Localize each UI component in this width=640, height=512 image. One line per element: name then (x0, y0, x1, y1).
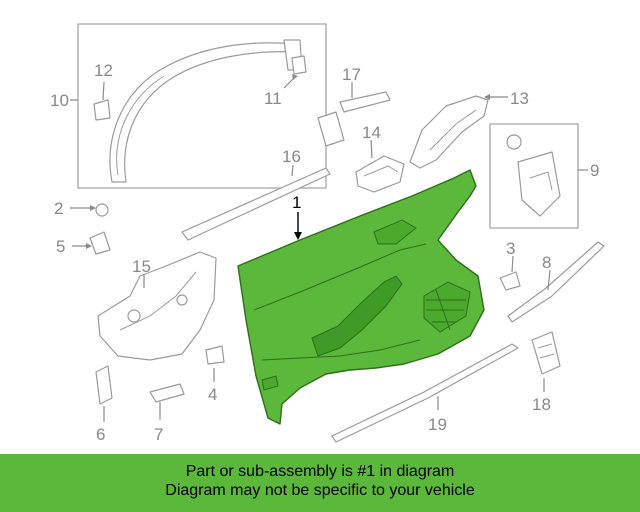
callout-13[interactable]: 13 (510, 89, 529, 108)
part-5-clip[interactable] (72, 231, 111, 255)
part-3-screw[interactable] (499, 255, 521, 291)
part-18-switch[interactable] (531, 331, 561, 392)
callout-18[interactable]: 18 (532, 395, 551, 414)
callout-6[interactable]: 6 (96, 425, 105, 444)
part-16-weatherstrip[interactable] (181, 164, 331, 241)
notice-line-1: Part or sub-assembly is #1 in diagram (185, 463, 455, 480)
part-14-switch[interactable] (355, 139, 405, 193)
callout-7[interactable]: 7 (154, 425, 163, 444)
callout-2[interactable]: 2 (54, 199, 63, 218)
part-8-trim-strip[interactable] (507, 241, 605, 323)
part-7-trim[interactable] (149, 383, 185, 420)
callout-5[interactable]: 5 (56, 237, 65, 256)
part-2-screw[interactable] (70, 203, 109, 217)
notice-banner: Part or sub-assembly is #1 in diagram Di… (0, 454, 640, 512)
callout-labels: 1 2 3 4 5 6 7 8 9 10 11 12 13 14 15 16 1… (50, 61, 599, 444)
callout-4[interactable]: 4 (208, 385, 217, 404)
part-19-lower-trim[interactable] (331, 343, 519, 443)
callout-9[interactable]: 9 (590, 161, 599, 180)
callout-16[interactable]: 16 (282, 147, 301, 166)
exploded-parts-diagram: 1 2 3 4 5 6 7 8 9 10 11 12 13 14 15 16 1… (50, 23, 605, 444)
part-13-window-switch[interactable] (409, 95, 508, 169)
part-15-regulator-assembly[interactable] (97, 251, 217, 361)
callout-15[interactable]: 15 (132, 257, 151, 276)
part-9-bracket-kit[interactable] (489, 123, 588, 229)
part-1-door-trim-panel[interactable] (237, 169, 485, 425)
part-6-trim[interactable] (95, 365, 113, 422)
callout-19[interactable]: 19 (428, 415, 447, 434)
part-17-switch-bezel[interactable] (317, 82, 391, 147)
part-4-clip[interactable] (205, 345, 225, 382)
callout-12[interactable]: 12 (94, 61, 113, 80)
callout-17[interactable]: 17 (342, 65, 361, 84)
callout-11[interactable]: 11 (264, 89, 282, 108)
callout-3[interactable]: 3 (506, 239, 515, 258)
callout-14[interactable]: 14 (362, 123, 381, 142)
callout-1[interactable]: 1 (292, 193, 301, 212)
part-12-bracket[interactable] (93, 81, 111, 121)
notice-line-2: Diagram may not be specific to your vehi… (165, 482, 475, 499)
callout-10[interactable]: 10 (50, 91, 69, 110)
callout-8[interactable]: 8 (542, 253, 551, 272)
